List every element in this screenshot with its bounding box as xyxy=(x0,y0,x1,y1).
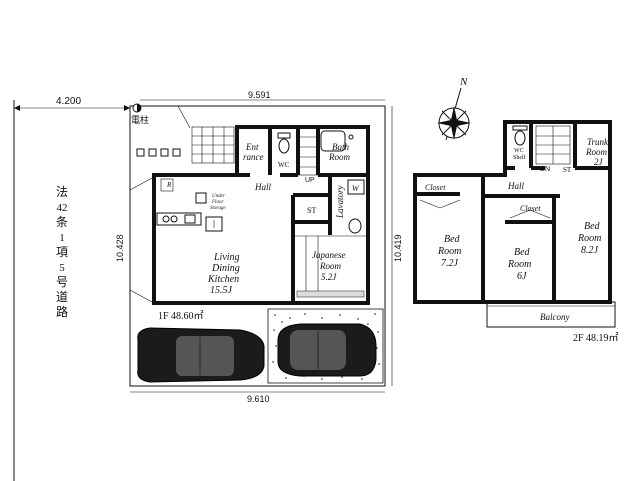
wc-shelf-2f: WC Shelf xyxy=(513,148,526,161)
floor-1: Ent rance WC Bath Room Hall UP Lavator xyxy=(136,125,384,384)
room-entrance: Ent rance xyxy=(243,142,264,162)
road-legal-note: 法 42 条 1 項 5 号 道 路 xyxy=(56,185,68,319)
entry-steps xyxy=(191,126,235,164)
toilet-icon xyxy=(514,130,526,146)
room-bath: Bath Room xyxy=(328,142,351,162)
stair-dn-label: DN xyxy=(540,166,550,173)
svg-text:号: 号 xyxy=(56,275,68,289)
balcony xyxy=(486,301,616,328)
room-bed-3: Bed Room 8.2J xyxy=(577,221,604,256)
site-top-dim: 9.591 xyxy=(248,90,271,100)
svg-text:1: 1 xyxy=(59,232,65,244)
compass-north-label: N xyxy=(459,76,468,88)
svg-text:42: 42 xyxy=(57,202,68,214)
room-r-marker: R xyxy=(166,181,172,189)
wc-toilet-icon xyxy=(277,132,291,154)
svg-text:道: 道 xyxy=(56,290,68,304)
road-width-dim: 4.200 xyxy=(56,96,81,107)
tatami-pattern xyxy=(293,235,368,298)
stair-1f xyxy=(297,126,319,176)
washer-icon xyxy=(347,179,365,195)
svg-text:条: 条 xyxy=(56,215,68,229)
sink-icon xyxy=(348,218,362,234)
room-st-1f: ST xyxy=(307,206,316,215)
closet-mid: Closet xyxy=(520,204,541,213)
room-japanese: Japanese Room 5.2J xyxy=(312,250,348,282)
svg-text:路: 路 xyxy=(56,304,68,319)
svg-text:項: 項 xyxy=(56,245,68,259)
floor-2: Closet Hall WC Shelf DN ST Trunk Room 2J… xyxy=(413,120,619,344)
room-bed-1: Bed Room 7.2J xyxy=(437,234,464,269)
balcony-label: Balcony xyxy=(540,312,570,322)
car-icon xyxy=(277,323,377,377)
svg-text:5: 5 xyxy=(59,262,65,274)
under-floor-storage: Under Floor Storage xyxy=(210,194,226,211)
room-ldk: Living Dining Kitchen 15.5J xyxy=(207,252,242,296)
room-lavatory: Lavatory xyxy=(335,185,345,219)
road-area: 4.200 法 42 条 1 項 5 号 道 路 xyxy=(13,96,130,481)
room-wc-1f: WC xyxy=(278,161,290,169)
area-1f: 1F 48.60㎡ xyxy=(158,310,204,322)
room-hall-1f: Hall xyxy=(254,182,272,192)
room-st-2f: ST xyxy=(563,166,572,174)
area-2f: 2F 48.19㎡ xyxy=(573,332,619,344)
site-left-dim: 10.428 xyxy=(115,234,125,262)
room-hall-2f: Hall xyxy=(507,181,525,191)
compass: N xyxy=(437,76,471,141)
room-bed-2: Bed Room 6J xyxy=(507,247,534,282)
site-right-dim: 10.419 xyxy=(393,234,403,262)
stair-up-label: UP xyxy=(305,177,315,184)
svg-text:法: 法 xyxy=(56,185,68,199)
site-bottom-dim: 9.610 xyxy=(247,394,270,404)
room-trunk: Trunk Room 2J xyxy=(585,137,610,167)
utility-pole-label: 電柱 xyxy=(131,114,149,125)
stair-2f xyxy=(535,125,571,165)
bathtub-icon xyxy=(320,130,354,152)
kitchen-counter xyxy=(156,212,223,232)
stepping-stones xyxy=(136,148,181,157)
closet-left: Closet xyxy=(425,183,446,192)
site-boundary: 電柱 9.591 9.610 10.428 10.419 xyxy=(115,90,403,404)
parking-area xyxy=(137,308,384,384)
car-icon xyxy=(137,327,265,383)
washer-label: W xyxy=(352,184,360,193)
